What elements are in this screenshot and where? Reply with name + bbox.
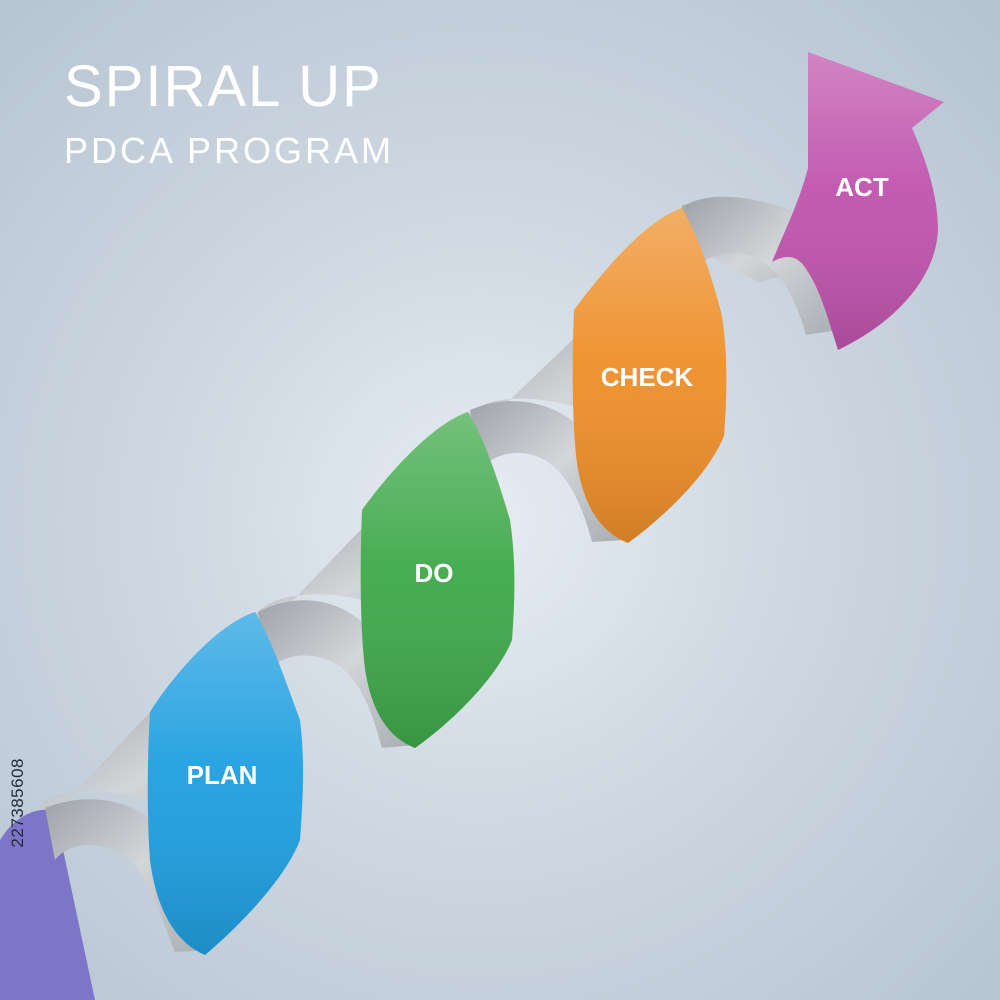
step-do-label: DO: [415, 558, 454, 588]
step-plan: PLAN: [147, 612, 304, 955]
step-act-label: ACT: [835, 172, 889, 202]
ribbon-tail-segment: [0, 809, 95, 1000]
stock-id-watermark: 227385608: [8, 758, 27, 848]
step-check: CHECK: [572, 208, 727, 543]
step-check-label: CHECK: [601, 362, 694, 392]
diagram-title: SPIRAL UP: [64, 54, 383, 119]
step-plan-label: PLAN: [187, 760, 258, 790]
diagram-subtitle: PDCA PROGRAM: [64, 130, 395, 171]
step-act: ACT: [772, 52, 944, 350]
step-do: DO: [360, 412, 515, 748]
twist-connector-2: [258, 600, 415, 748]
twist-connector-4: [682, 198, 838, 335]
